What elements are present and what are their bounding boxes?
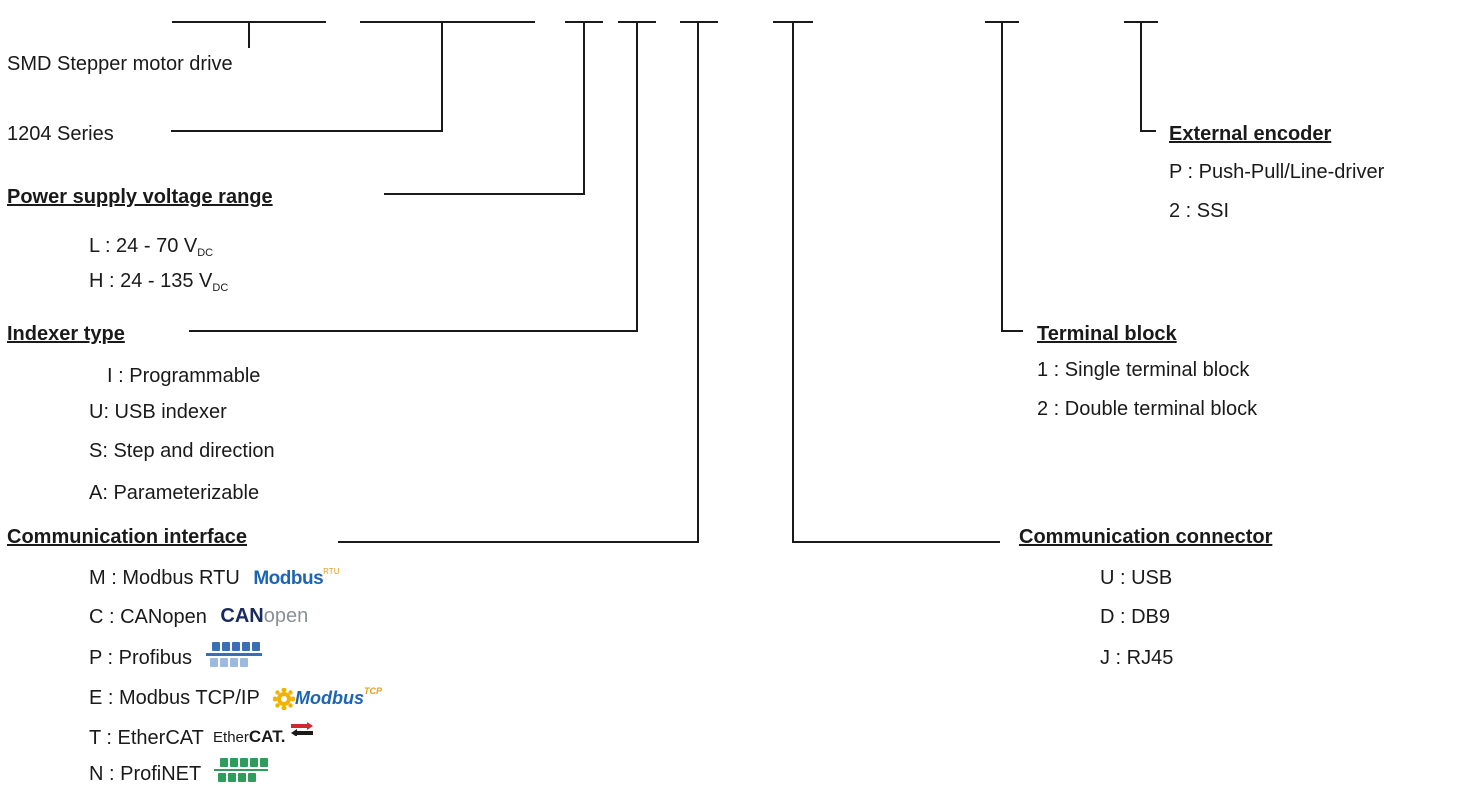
- encoder-option: 2 : SSI: [1169, 200, 1230, 222]
- comm-option-modbus-rtu: M : Modbus RTU ModbusRTU: [89, 566, 339, 591]
- power-option-l: L : 24 - 70 VDC: [89, 235, 214, 259]
- indexer-option: U: USB indexer: [89, 401, 227, 423]
- comm-interface-heading: Communication interface: [7, 526, 248, 548]
- comm-option-modbus-tcp: E : Modbus TCP/IP ModbusTCP: [89, 686, 382, 711]
- modbus-tcp-logo: ModbusTCP: [272, 679, 382, 711]
- connector-option: U : USB: [1100, 567, 1173, 589]
- encoder-option: P : Push-Pull/Line-driver: [1169, 161, 1385, 183]
- comm-option-ethercat: T : EtherCAT EtherCAT.: [89, 721, 313, 750]
- series-label: 1204 Series: [7, 123, 114, 145]
- comm-option-canopen: C : CANopen CANopen: [89, 604, 309, 628]
- modbus-rtu-logo: ModbusRTU: [253, 567, 340, 590]
- power-option-h: H : 24 - 135 VDC: [89, 270, 229, 294]
- drive-title: SMD Stepper motor drive: [7, 53, 233, 75]
- ethercat-arrows-icon: [290, 721, 313, 737]
- modbus-tcp-gear-icon: [272, 687, 296, 711]
- connector-option: J : RJ45: [1100, 647, 1174, 669]
- canopen-logo: CANopen: [220, 604, 309, 627]
- profibus-logo: [205, 641, 262, 667]
- connector-option: D : DB9: [1100, 606, 1171, 628]
- indexer-option: A: Parameterizable: [89, 482, 260, 504]
- terminal-option: 2 : Double terminal block: [1037, 398, 1258, 420]
- indexer-heading: Indexer type: [7, 323, 125, 345]
- terminal-option: 1 : Single terminal block: [1037, 359, 1250, 381]
- comm-option-profibus: P : Profibus: [89, 641, 264, 670]
- indexer-option: S: Step and direction: [89, 440, 275, 462]
- profinet-logo: [214, 757, 269, 782]
- comm-connector-heading: Communication connector: [1019, 526, 1273, 548]
- comm-option-profinet: N : ProfiNET: [89, 757, 270, 786]
- indexer-option: I : Programmable: [107, 365, 261, 387]
- terminal-heading: Terminal block: [1037, 323, 1177, 345]
- encoder-heading: External encoder: [1169, 123, 1332, 145]
- power-heading: Power supply voltage range: [7, 186, 273, 208]
- ethercat-logo: EtherCAT.: [213, 721, 313, 750]
